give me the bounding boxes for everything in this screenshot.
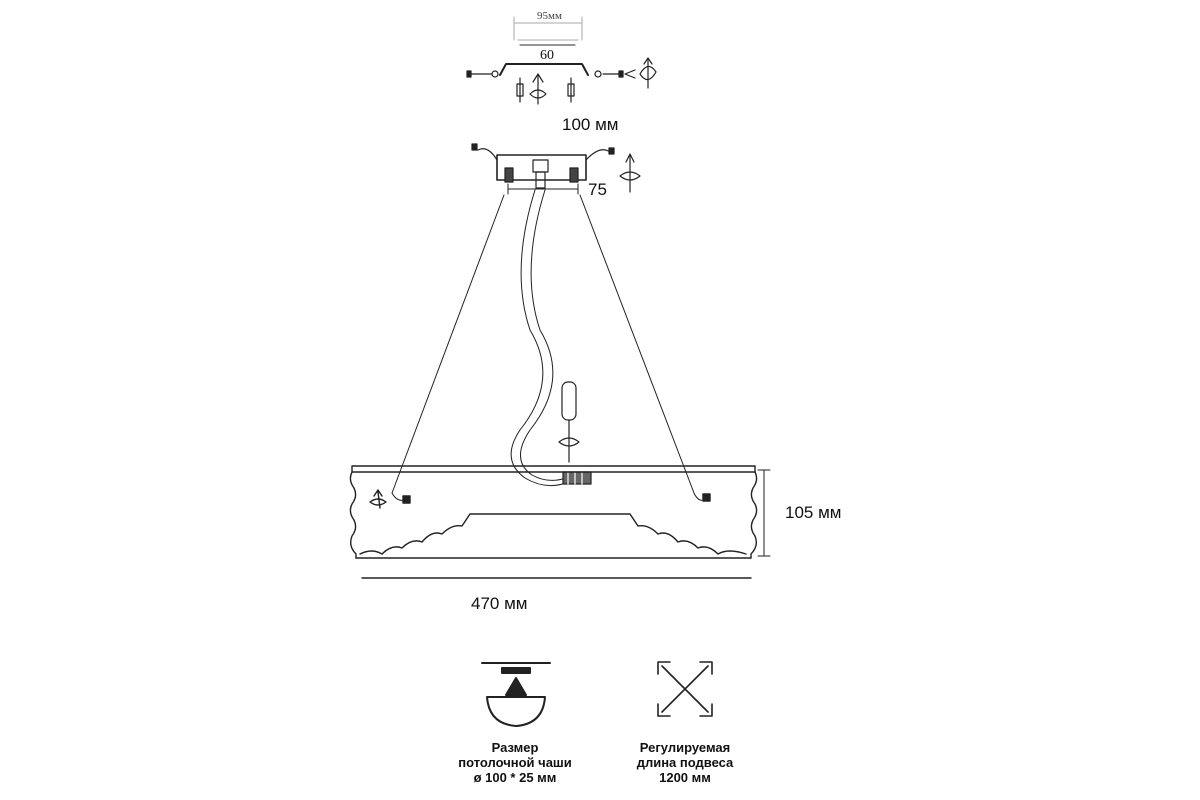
- ceiling-cup-caption-line-1: Размер: [491, 740, 539, 755]
- rotate-arrow-icon: [639, 57, 657, 89]
- ceiling-cup-caption-line-2: потолочной чаши: [458, 755, 572, 770]
- canopy-spacing-label: 75: [588, 180, 607, 199]
- shade-height-label: 105 мм: [785, 503, 842, 522]
- adjustable-length-icon: [657, 661, 713, 717]
- ceiling-cup-caption: Размер потолочной чаши ø 100 * 25 мм: [440, 740, 590, 785]
- shade-height-dimension: [757, 469, 771, 557]
- shade-inner-wave: [359, 513, 747, 555]
- wall-anchor-right-icon: [567, 77, 575, 103]
- wall-anchor-left-icon: [516, 77, 524, 103]
- lamp-shade: [349, 465, 758, 559]
- ceiling-canopy: [471, 143, 615, 195]
- terminal-block: [562, 471, 592, 485]
- shade-diameter-label: 470 мм: [471, 594, 528, 613]
- suspension-caption-line-3: 1200 мм: [659, 770, 711, 785]
- suspension-caption-line-1: Регулируемая: [639, 740, 731, 755]
- screwdriver-icon: [558, 381, 580, 463]
- suspension-caption-line-2: длина подвеса: [636, 755, 734, 770]
- mounting-bracket: [466, 16, 657, 105]
- up-arrow-rotate-icon: [529, 73, 547, 105]
- right-screw-icon: [594, 69, 636, 79]
- bracket-plate: [499, 63, 589, 76]
- canopy-rotate-icon: [619, 153, 641, 193]
- bracket-width-label: 95мм: [537, 10, 562, 22]
- left-screw-icon: [466, 70, 499, 78]
- power-wire: [510, 189, 567, 487]
- bracket-spacing-label: 60: [540, 48, 554, 63]
- bracket-width-dimension: [513, 16, 583, 41]
- ceiling-cup-icon: [481, 662, 551, 727]
- ceiling-cup-caption-line-3: ø 100 * 25 мм: [473, 770, 557, 785]
- canopy-diameter-label: 100 мм: [562, 115, 619, 134]
- suspension-caption: Регулируемая длина подвеса 1200 мм: [610, 740, 760, 785]
